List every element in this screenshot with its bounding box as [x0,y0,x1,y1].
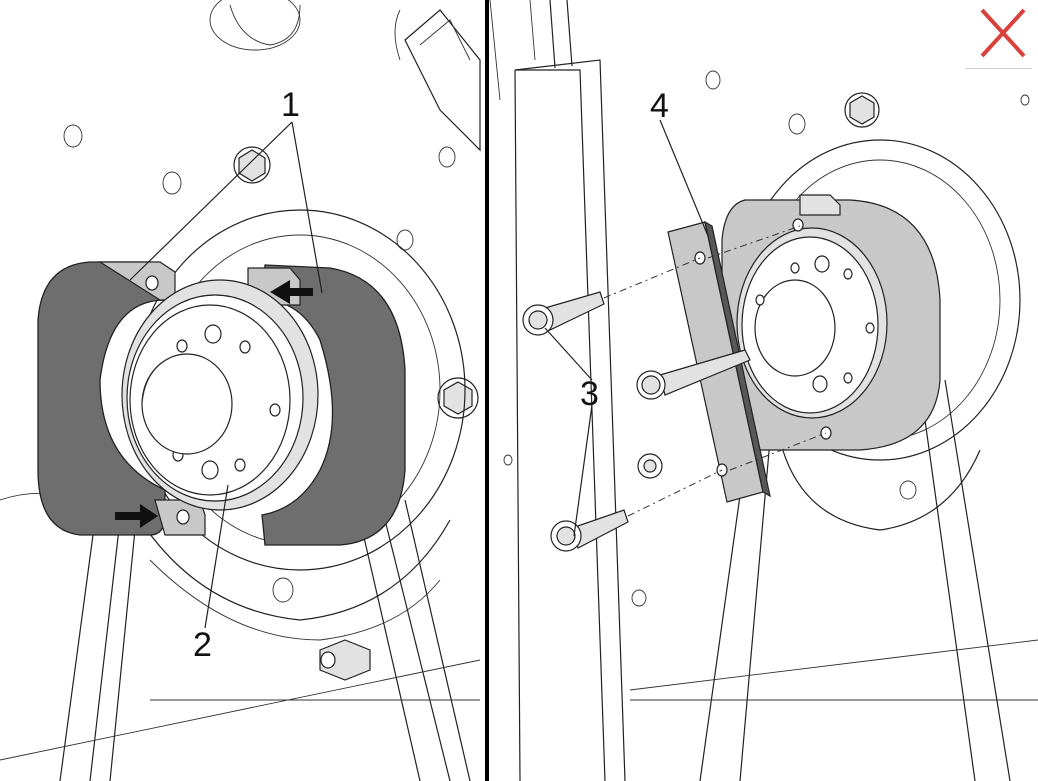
left-panel [0,0,481,781]
right-panel [489,0,1038,781]
arrow-left-icon [270,280,313,304]
close-icon[interactable] [976,6,1032,66]
callout-1: 1 [281,86,300,124]
close-button[interactable] [966,6,1032,69]
callout-3: 3 [580,375,599,413]
arrow-right-icon [115,504,158,528]
callout-2: 2 [193,626,212,664]
close-button-underline [966,68,1032,69]
callout-4: 4 [650,87,669,125]
